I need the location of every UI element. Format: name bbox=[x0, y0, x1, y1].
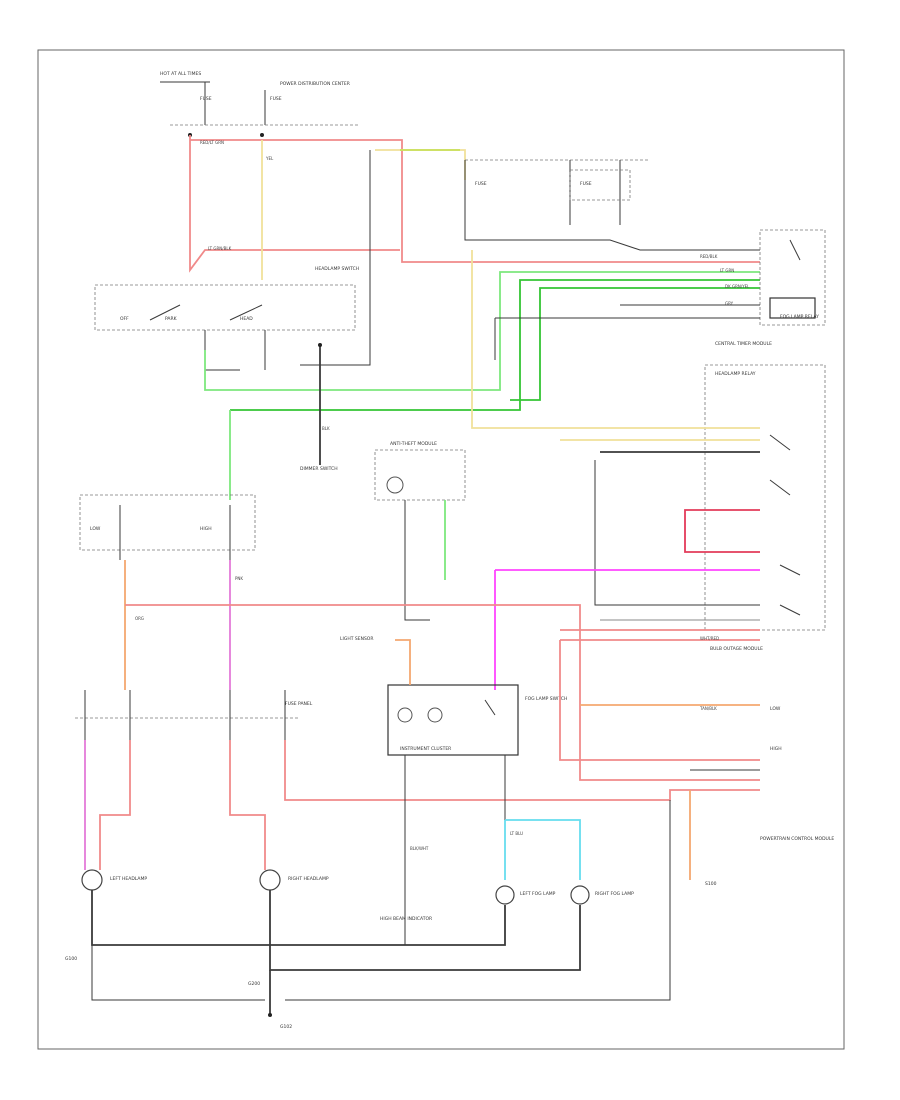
light-sensor-label: LIGHT SENSOR bbox=[340, 636, 373, 642]
svg-text:TAN/BLK: TAN/BLK bbox=[699, 706, 717, 711]
svg-text:GRY: GRY bbox=[725, 301, 734, 306]
headlamp-relay-label: HEADLAMP RELAY bbox=[715, 371, 756, 377]
pdc-label: POWER DISTRIBUTION CENTER bbox=[280, 81, 350, 87]
svg-text:WHT/RED: WHT/RED bbox=[700, 636, 719, 641]
fog-switch-label: FOG LAMP SWITCH bbox=[525, 696, 567, 702]
fuse-3-4-block: FUSE FUSE bbox=[464, 159, 650, 225]
dimmer-relay-block: LOW HIGH bbox=[79, 494, 256, 560]
svg-text:DK GRN/YEL: DK GRN/YEL bbox=[725, 284, 750, 289]
high-beam-ind-label: HIGH BEAM INDICATOR bbox=[380, 916, 432, 922]
headlamp-switch-block: HEADLAMP SWITCH OFF PARK HEAD bbox=[94, 266, 359, 331]
svg-text:OFF: OFF bbox=[120, 316, 129, 322]
dimmer-switch-label: DIMMER SWITCH bbox=[300, 466, 338, 472]
fuse-1-label: FUSE bbox=[200, 96, 212, 102]
fuse-3-label: FUSE bbox=[475, 181, 487, 187]
instrument-cluster-block: INSTRUMENT CLUSTER FOG LAMP SWITCH bbox=[387, 684, 567, 756]
central-timer-block: CENTRAL TIMER MODULE HEADLAMP RELAY BULB… bbox=[704, 341, 826, 652]
fuse-2-label: FUSE bbox=[270, 96, 282, 102]
hot-label: HOT AT ALL TIMES bbox=[160, 71, 201, 77]
left-headlamp-label: LEFT HEADLAMP bbox=[110, 876, 147, 882]
left-fog-lamp: LEFT FOG LAMP bbox=[495, 885, 556, 905]
svg-text:LT GRN: LT GRN bbox=[720, 268, 734, 273]
pcm-block: LOW HIGH POWERTRAIN CONTROL MODULE bbox=[690, 706, 834, 842]
svg-text:RED/BLK: RED/BLK bbox=[700, 254, 718, 259]
svg-text:LOW: LOW bbox=[770, 706, 781, 712]
right-headlamp: RIGHT HEADLAMP bbox=[259, 869, 329, 891]
central-timer-label: CENTRAL TIMER MODULE bbox=[715, 341, 772, 347]
foglamp-relay-block: FOG LAMP RELAY bbox=[759, 229, 826, 326]
anti-theft-block: ANTI-THEFT MODULE bbox=[374, 441, 466, 501]
bottom-note: G102 bbox=[280, 1024, 292, 1030]
wire-labels: RED/LT GRN YEL LT GRN/BLK RED/BLK BLK GR… bbox=[135, 140, 750, 851]
svg-text:BLK: BLK bbox=[322, 426, 330, 431]
svg-text:LOW: LOW bbox=[90, 526, 101, 532]
fuse-panel-block: FUSE PANEL bbox=[75, 690, 313, 740]
headlamp-switch-label: HEADLAMP SWITCH bbox=[315, 266, 359, 272]
svg-text:ORG: ORG bbox=[135, 616, 144, 621]
splice-label: S100 bbox=[705, 881, 717, 887]
left-fog-label: LEFT FOG LAMP bbox=[520, 891, 556, 897]
bulb-outage-label: BULB OUTAGE MODULE bbox=[710, 646, 763, 652]
ground-label: G100 bbox=[65, 956, 77, 962]
top-fuse-block: HOT AT ALL TIMES FUSE FUSE POWER DISTRIB… bbox=[160, 71, 360, 137]
svg-text:HEAD: HEAD bbox=[240, 316, 253, 322]
diagram-frame bbox=[37, 49, 845, 1050]
right-fog-label: RIGHT FOG LAMP bbox=[595, 891, 634, 897]
left-headlamp: LEFT HEADLAMP bbox=[81, 869, 147, 891]
foglamp-relay-label: FOG LAMP RELAY bbox=[780, 314, 819, 320]
svg-text:YEL: YEL bbox=[265, 156, 274, 161]
pcm-label: POWERTRAIN CONTROL MODULE bbox=[760, 836, 834, 842]
svg-text:BLK/WHT: BLK/WHT bbox=[410, 846, 429, 851]
dimmer-switch-block: DIMMER SWITCH bbox=[300, 343, 338, 472]
svg-text:PNK: PNK bbox=[235, 576, 243, 581]
svg-text:HIGH: HIGH bbox=[200, 526, 212, 532]
svg-text:LT BLU: LT BLU bbox=[510, 831, 523, 836]
ground-2-label: G200 bbox=[248, 981, 260, 987]
svg-text:RED/LT GRN: RED/LT GRN bbox=[200, 140, 224, 145]
svg-text:HIGH: HIGH bbox=[770, 746, 782, 752]
right-headlamp-label: RIGHT HEADLAMP bbox=[288, 876, 329, 882]
right-fog-lamp: RIGHT FOG LAMP bbox=[570, 885, 634, 905]
instrument-cluster-label: INSTRUMENT CLUSTER bbox=[400, 746, 451, 752]
svg-text:LT GRN/BLK: LT GRN/BLK bbox=[208, 246, 232, 251]
fuse-4-label: FUSE bbox=[580, 181, 592, 187]
fuse-panel-label: FUSE PANEL bbox=[285, 701, 313, 707]
svg-text:PARK: PARK bbox=[165, 316, 178, 322]
anti-theft-label: ANTI-THEFT MODULE bbox=[390, 441, 437, 447]
